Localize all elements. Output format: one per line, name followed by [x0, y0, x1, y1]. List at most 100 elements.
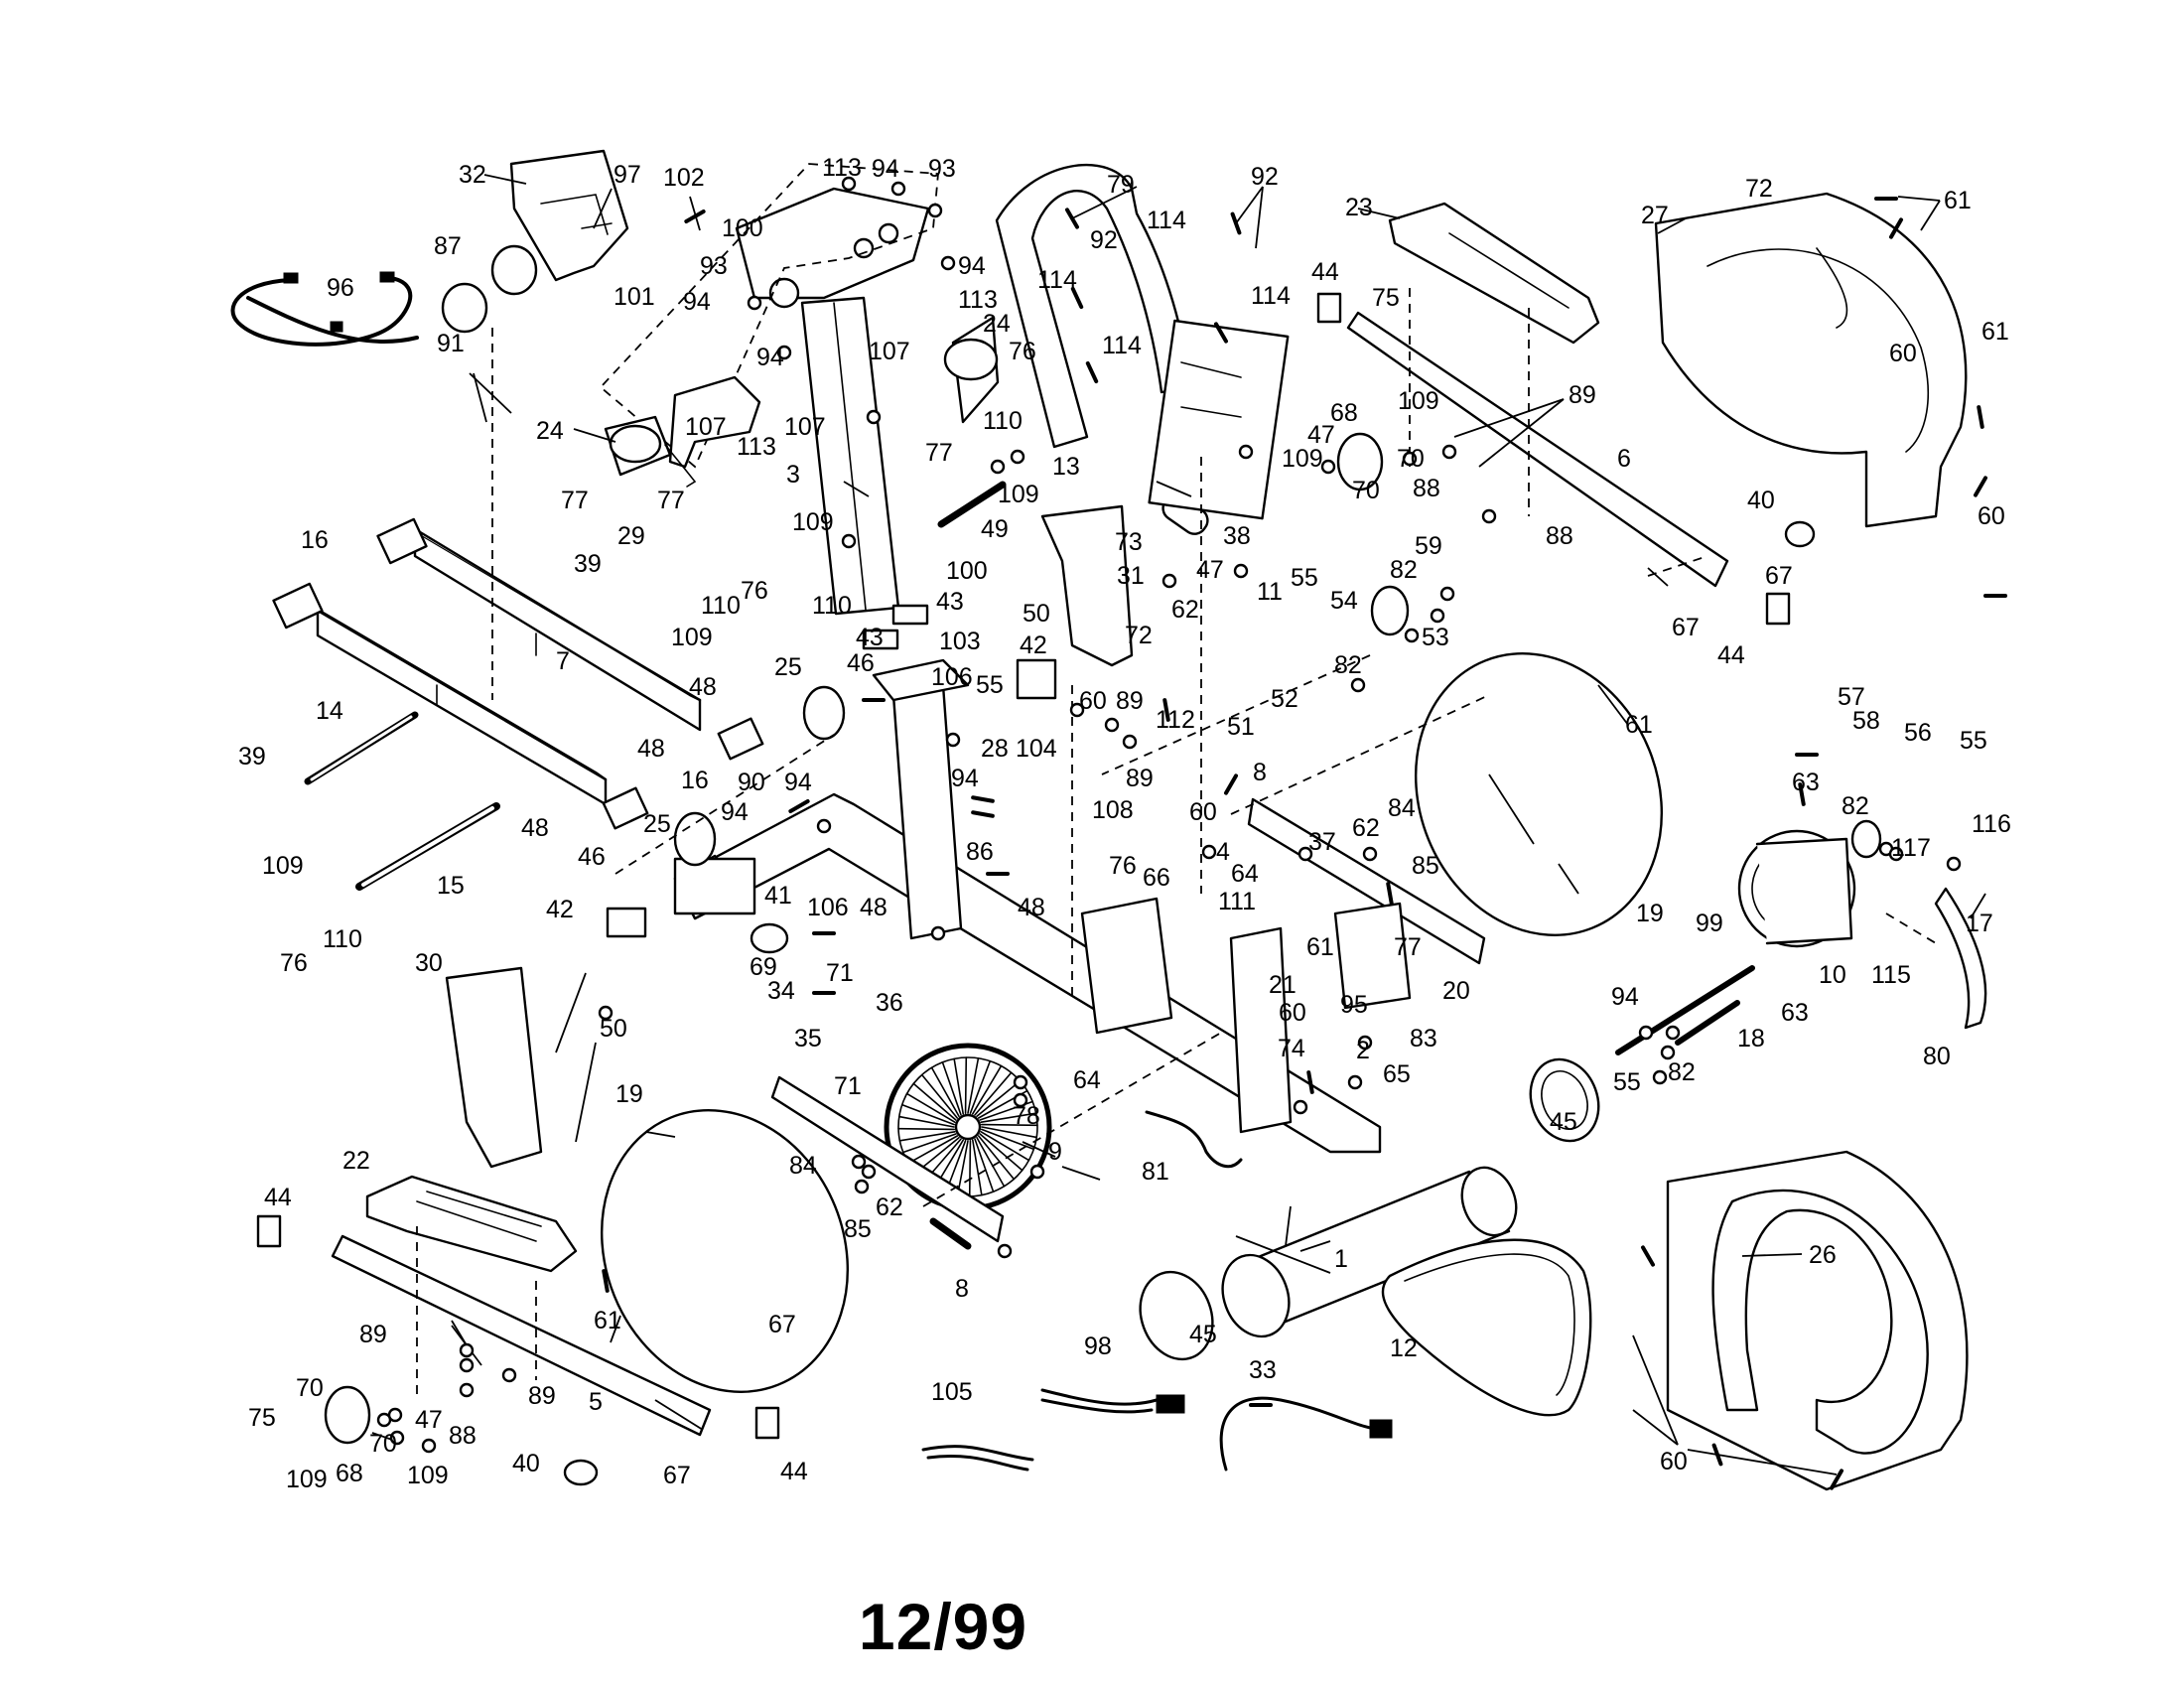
washer-glyph: [747, 295, 762, 311]
callout: 21: [1269, 971, 1297, 999]
callout: 64: [1231, 860, 1259, 888]
callout: 90: [738, 769, 765, 796]
callout: 109: [286, 1466, 328, 1493]
disc-19: [600, 1109, 850, 1393]
callout: 23: [1345, 194, 1373, 221]
callout: 98: [1084, 1333, 1112, 1360]
flywheel-spoke: [980, 1123, 1038, 1127]
flywheel-spoke: [977, 1135, 1016, 1181]
callout: 55: [1291, 564, 1318, 592]
washer-glyph: [459, 1342, 475, 1358]
panel-2: [1229, 926, 1293, 1134]
axle-49: [937, 481, 1007, 528]
washer-glyph: [1350, 677, 1366, 693]
callout: 76: [280, 949, 308, 977]
panel-66: [1080, 897, 1173, 1035]
bracket-31: [1040, 504, 1134, 667]
callout: 87: [434, 232, 462, 260]
washer-glyph: [866, 409, 882, 425]
callout: 76: [1109, 852, 1137, 880]
callout: 15: [437, 872, 465, 900]
knob-69: [750, 922, 789, 954]
bolt-glyph: [1065, 208, 1079, 229]
callout: 94: [958, 252, 986, 280]
bolt-glyph: [1641, 1245, 1655, 1267]
callout: 117: [1891, 834, 1931, 862]
callout: 107: [784, 413, 826, 441]
callout: 85: [844, 1215, 872, 1243]
callout: 62: [1352, 814, 1380, 842]
callout: 67: [1672, 614, 1700, 641]
washer-glyph: [421, 1438, 437, 1454]
callout: 25: [643, 810, 671, 838]
callout: 67: [1765, 562, 1793, 590]
callout: 61: [1306, 933, 1334, 961]
callout: 75: [1372, 284, 1400, 312]
crank-arm-8-upper: [1247, 797, 1486, 965]
callout: 106: [807, 894, 849, 921]
callout: 84: [789, 1152, 817, 1180]
panel-20: [1333, 902, 1412, 1010]
bolt-glyph: [1889, 217, 1903, 239]
callout: 36: [876, 989, 903, 1017]
bolt-glyph: [1085, 360, 1099, 384]
callout: 48: [1018, 894, 1045, 921]
washer-glyph: [1347, 1074, 1363, 1090]
washer-glyph: [776, 345, 792, 360]
flywheel-spoke: [930, 1066, 960, 1118]
callout: 69: [750, 953, 777, 981]
callout: 54: [1330, 587, 1358, 615]
flywheel-spoke: [897, 1115, 955, 1128]
flywheel-spoke: [976, 1079, 1022, 1118]
callout: 103: [939, 628, 981, 655]
washer-glyph: [376, 1412, 392, 1428]
callout: 28: [981, 735, 1009, 763]
callout: 70: [1397, 445, 1425, 473]
bolt-glyph: [1798, 782, 1806, 806]
end-cap-16: [376, 517, 428, 565]
callout: 70: [1352, 477, 1380, 504]
washer-glyph: [1638, 1025, 1654, 1041]
callout: 114: [1251, 282, 1291, 310]
washer-glyph: [1439, 586, 1455, 602]
callout: 47: [415, 1406, 443, 1434]
callout: 9: [1048, 1138, 1062, 1166]
callout: 109: [1398, 387, 1439, 415]
callout: 86: [966, 838, 994, 866]
callout: 47: [1307, 421, 1335, 449]
washer-glyph: [1402, 451, 1418, 467]
callout: 94: [756, 344, 784, 371]
bracket-29: [668, 375, 761, 469]
callout: 82: [1842, 792, 1869, 820]
callout: 49: [981, 515, 1009, 543]
callout: 62: [1171, 596, 1199, 624]
bolt-glyph: [971, 810, 995, 818]
washer-glyph: [1201, 844, 1217, 860]
washer-glyph: [1293, 1099, 1308, 1115]
callout: 3: [786, 461, 800, 489]
end-cap-42b: [606, 907, 647, 938]
callout: 81: [1142, 1158, 1169, 1186]
bolt-glyph: [1214, 322, 1228, 344]
washer-glyph: [1161, 573, 1177, 589]
callout: 19: [1636, 900, 1664, 927]
callout: 68: [336, 1460, 363, 1487]
callout: 64: [1073, 1066, 1101, 1094]
callout: 27: [1641, 202, 1669, 229]
callout: 88: [449, 1422, 477, 1450]
flywheel-spoke: [956, 1140, 969, 1197]
callout: 89: [1116, 687, 1144, 715]
callout: 60: [1978, 502, 2005, 530]
callout: 101: [614, 283, 655, 311]
callout: 29: [617, 522, 645, 550]
flywheel-spoke: [974, 1138, 995, 1193]
callout: 109: [792, 508, 834, 536]
bolt-glyph: [1162, 698, 1170, 722]
flywheel-spoke: [902, 1133, 957, 1154]
callout: 16: [301, 526, 329, 554]
callout: 95: [1340, 991, 1368, 1019]
callout: 42: [1020, 632, 1047, 659]
callout: 35: [794, 1025, 822, 1052]
callout: 109: [262, 852, 304, 880]
washer-glyph: [1665, 1025, 1681, 1041]
